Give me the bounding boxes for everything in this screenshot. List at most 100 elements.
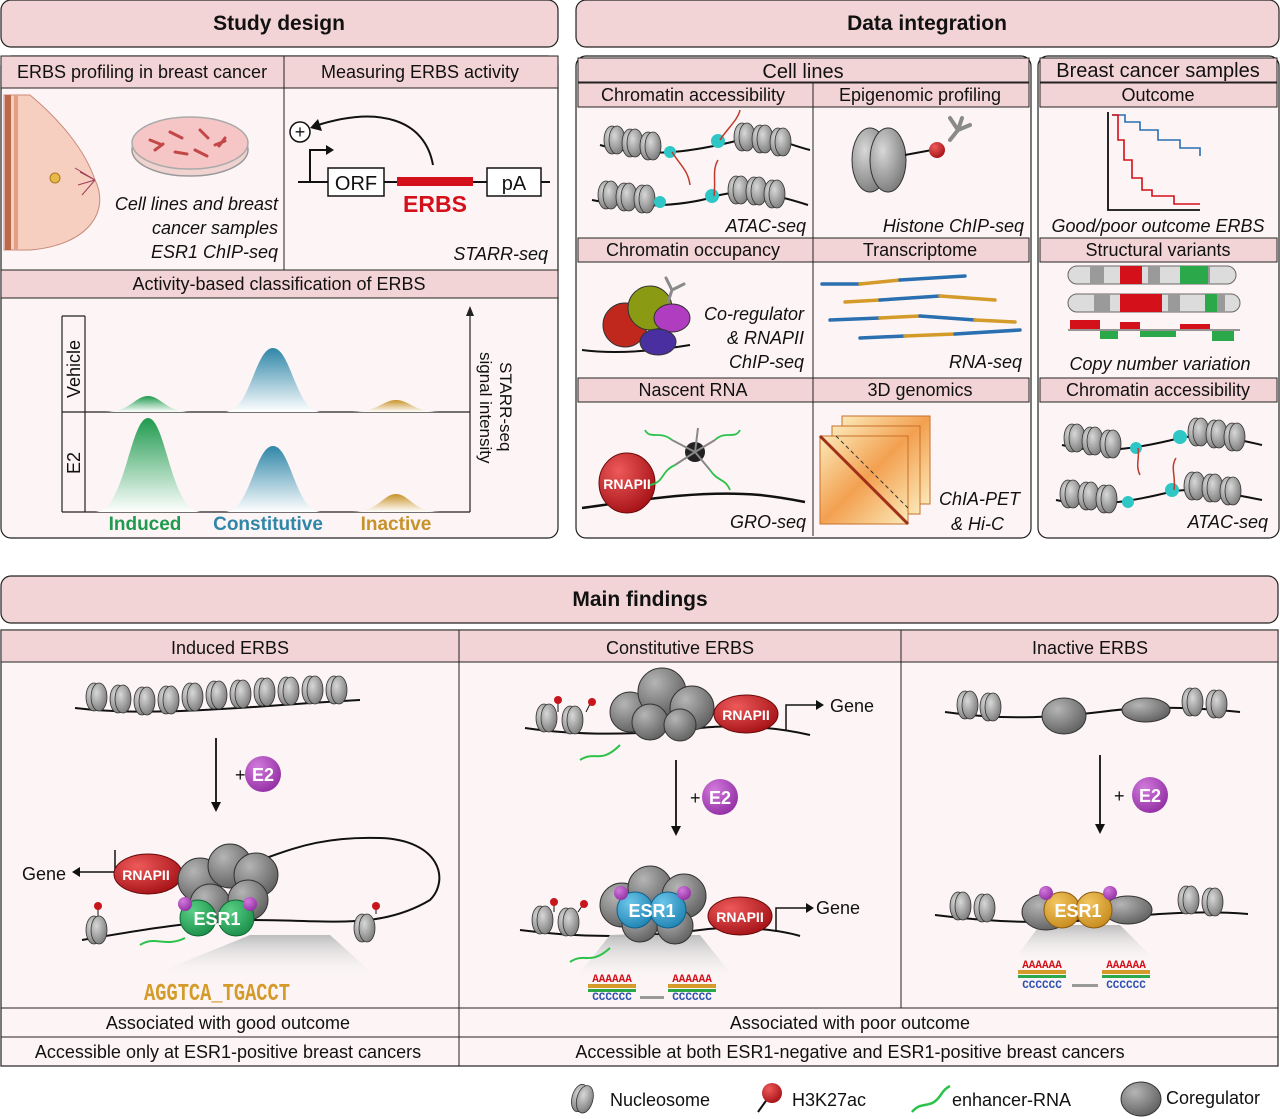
study-design-section: Study design ERBS profiling in breast ca…	[0, 0, 559, 539]
constitutive-motif-c1: CCCCCC	[592, 992, 632, 1004]
atac2-illustration	[1055, 417, 1263, 514]
constitutive-before: RNAPII	[524, 667, 824, 761]
chiapet-label-1: ChIA-PET	[939, 489, 1022, 509]
occupancy-label: Chromatin occupancy	[606, 240, 780, 260]
coreg-label-2: & RNAPII	[727, 328, 804, 348]
orf-label: ORF	[335, 173, 377, 195]
breast-samples-title: Breast cancer samples	[1056, 60, 1259, 82]
constitutive-e2-label: E2	[709, 788, 731, 808]
plus-sign: +	[295, 122, 306, 142]
peak-constitutive-e2	[225, 446, 321, 512]
peak-inactive-e2	[352, 494, 440, 512]
legend-coregulator: Coregulator	[1166, 1088, 1260, 1108]
data-integration-header	[575, 0, 1280, 48]
inactive-motif-bars	[1018, 970, 1150, 987]
cnv-label: Copy number variation	[1069, 354, 1250, 374]
induced-before-chromatin	[74, 675, 361, 716]
inactive-motif-a2: AAAAAA	[1106, 960, 1146, 972]
atac-label: ATAC-seq	[725, 216, 806, 236]
legend: Nucleosome H3K27ac enhancer-RNA Coregula…	[568, 1081, 1260, 1117]
atac2-label: ATAC-seq	[1187, 512, 1268, 532]
cell-lines-header-box	[577, 57, 1030, 83]
cell-caption-3: ESR1 ChIP-seq	[151, 242, 278, 262]
nucleosome-icon	[568, 1082, 597, 1116]
chromosome-illustration	[1067, 265, 1241, 341]
breast-samples-header-box	[1039, 57, 1278, 83]
peak-constitutive-vehicle	[225, 348, 321, 412]
inactive-plus: +	[1114, 786, 1125, 806]
profiling-header-box	[0, 55, 285, 89]
activity-header-box	[283, 55, 559, 89]
groseq-illustration: RNAPII	[581, 427, 806, 514]
legend-erna: enhancer-RNA	[952, 1090, 1071, 1110]
inactive-e2-label: E2	[1139, 786, 1161, 806]
rnaseq-illustration	[820, 274, 1022, 340]
inactive-esr1-label: ESR1	[1054, 901, 1101, 921]
e2-row-label: E2	[64, 452, 84, 474]
groseq-rnapii-label: RNAPII	[603, 476, 650, 492]
coreg-label-3: ChIP-seq	[729, 352, 804, 372]
starr-construct: + ORF ERBS pA	[289, 115, 550, 217]
induced-gene-label: Gene	[22, 864, 66, 884]
transcriptome-label: Transcriptome	[863, 240, 977, 260]
inactive-motif-c1: CCCCCC	[1022, 980, 1062, 992]
inactive-motif-a1: AAAAAA	[1022, 960, 1062, 972]
constitutive-motif-a1: AAAAAA	[592, 974, 632, 986]
induced-rnapii-label: RNAPII	[122, 867, 169, 883]
constitutive-esr1-label: ESR1	[628, 901, 675, 921]
induced-access: Accessible only at ESR1-positive breast …	[35, 1042, 421, 1062]
class-induced: Induced	[109, 514, 182, 535]
good-poor-label: Good/poor outcome ERBS	[1051, 216, 1264, 236]
peak-induced-e2	[95, 418, 201, 512]
inactive-after: ESR1	[934, 885, 1249, 965]
petri-dish-icon	[131, 116, 249, 177]
constitutive-after: ESR1 RNAPII	[519, 865, 814, 985]
data-integration-title: Data integration	[847, 12, 1007, 35]
induced-esr1-label: ESR1	[193, 909, 240, 929]
starr-plot: Vehicle E2 STARR-seq signal intensity	[61, 306, 515, 513]
histone-label: Histone ChIP-seq	[883, 216, 1024, 236]
cell-lines-title: Cell lines	[762, 61, 843, 83]
chiapet-label-2: & Hi-C	[951, 514, 1005, 534]
constitutive-header: Constitutive ERBS	[606, 638, 754, 658]
class-constitutive: Constitutive	[213, 514, 323, 535]
constitutive-motif-a2: AAAAAA	[672, 974, 712, 986]
occupancy-illustration	[581, 276, 691, 356]
main-findings-header	[0, 575, 1279, 624]
erbs-bar	[397, 177, 473, 186]
induced-motif: AGGTCA_TGACCT	[144, 981, 290, 1008]
legend-h3k27ac: H3K27ac	[792, 1090, 866, 1110]
induced-plus: +	[235, 765, 246, 785]
atac-illustration	[591, 109, 811, 214]
inactive-motif-c2: CCCCCC	[1106, 980, 1146, 992]
erna-icon	[911, 1084, 951, 1113]
induced-after-complex: Gene RNAPII ESR1	[22, 836, 441, 980]
inactive-before	[944, 687, 1241, 735]
main-findings-title: Main findings	[572, 588, 707, 611]
histone-illustration	[851, 116, 972, 193]
chromatin-accessibility2-label: Chromatin accessibility	[1066, 380, 1250, 400]
breast-illustration	[3, 94, 101, 251]
outcome-label: Outcome	[1121, 85, 1194, 105]
inactive-e2-icon	[1132, 777, 1168, 813]
axis-label-2: signal intensity	[476, 352, 495, 464]
peak-induced-vehicle	[105, 396, 191, 412]
constitutive-motif-bars	[588, 984, 716, 999]
pa-label: pA	[502, 173, 527, 195]
rnaseq-label: RNA-seq	[949, 352, 1022, 372]
cell-caption-1: Cell lines and breast	[115, 194, 279, 214]
groseq-label: GRO-seq	[730, 512, 806, 532]
chromatin-accessibility-label: Chromatin accessibility	[601, 85, 785, 105]
inactive-header: Inactive ERBS	[1032, 638, 1148, 658]
activity-header: Measuring ERBS activity	[321, 62, 519, 82]
erbs-label: ERBS	[403, 191, 467, 217]
km-plot	[1107, 112, 1201, 211]
constitutive-gene-bottom: Gene	[816, 898, 860, 918]
class-inactive: Inactive	[361, 514, 432, 535]
main-findings-section: Main findings Induced ERBS Constitutive …	[0, 575, 1279, 1067]
induced-e2-icon	[245, 756, 281, 792]
cell-caption-2: cancer samples	[152, 218, 278, 238]
coreg-label-1: Co-regulator	[704, 304, 805, 324]
legend-nucleosome: Nucleosome	[610, 1090, 710, 1110]
induced-e2-label: E2	[252, 765, 274, 785]
